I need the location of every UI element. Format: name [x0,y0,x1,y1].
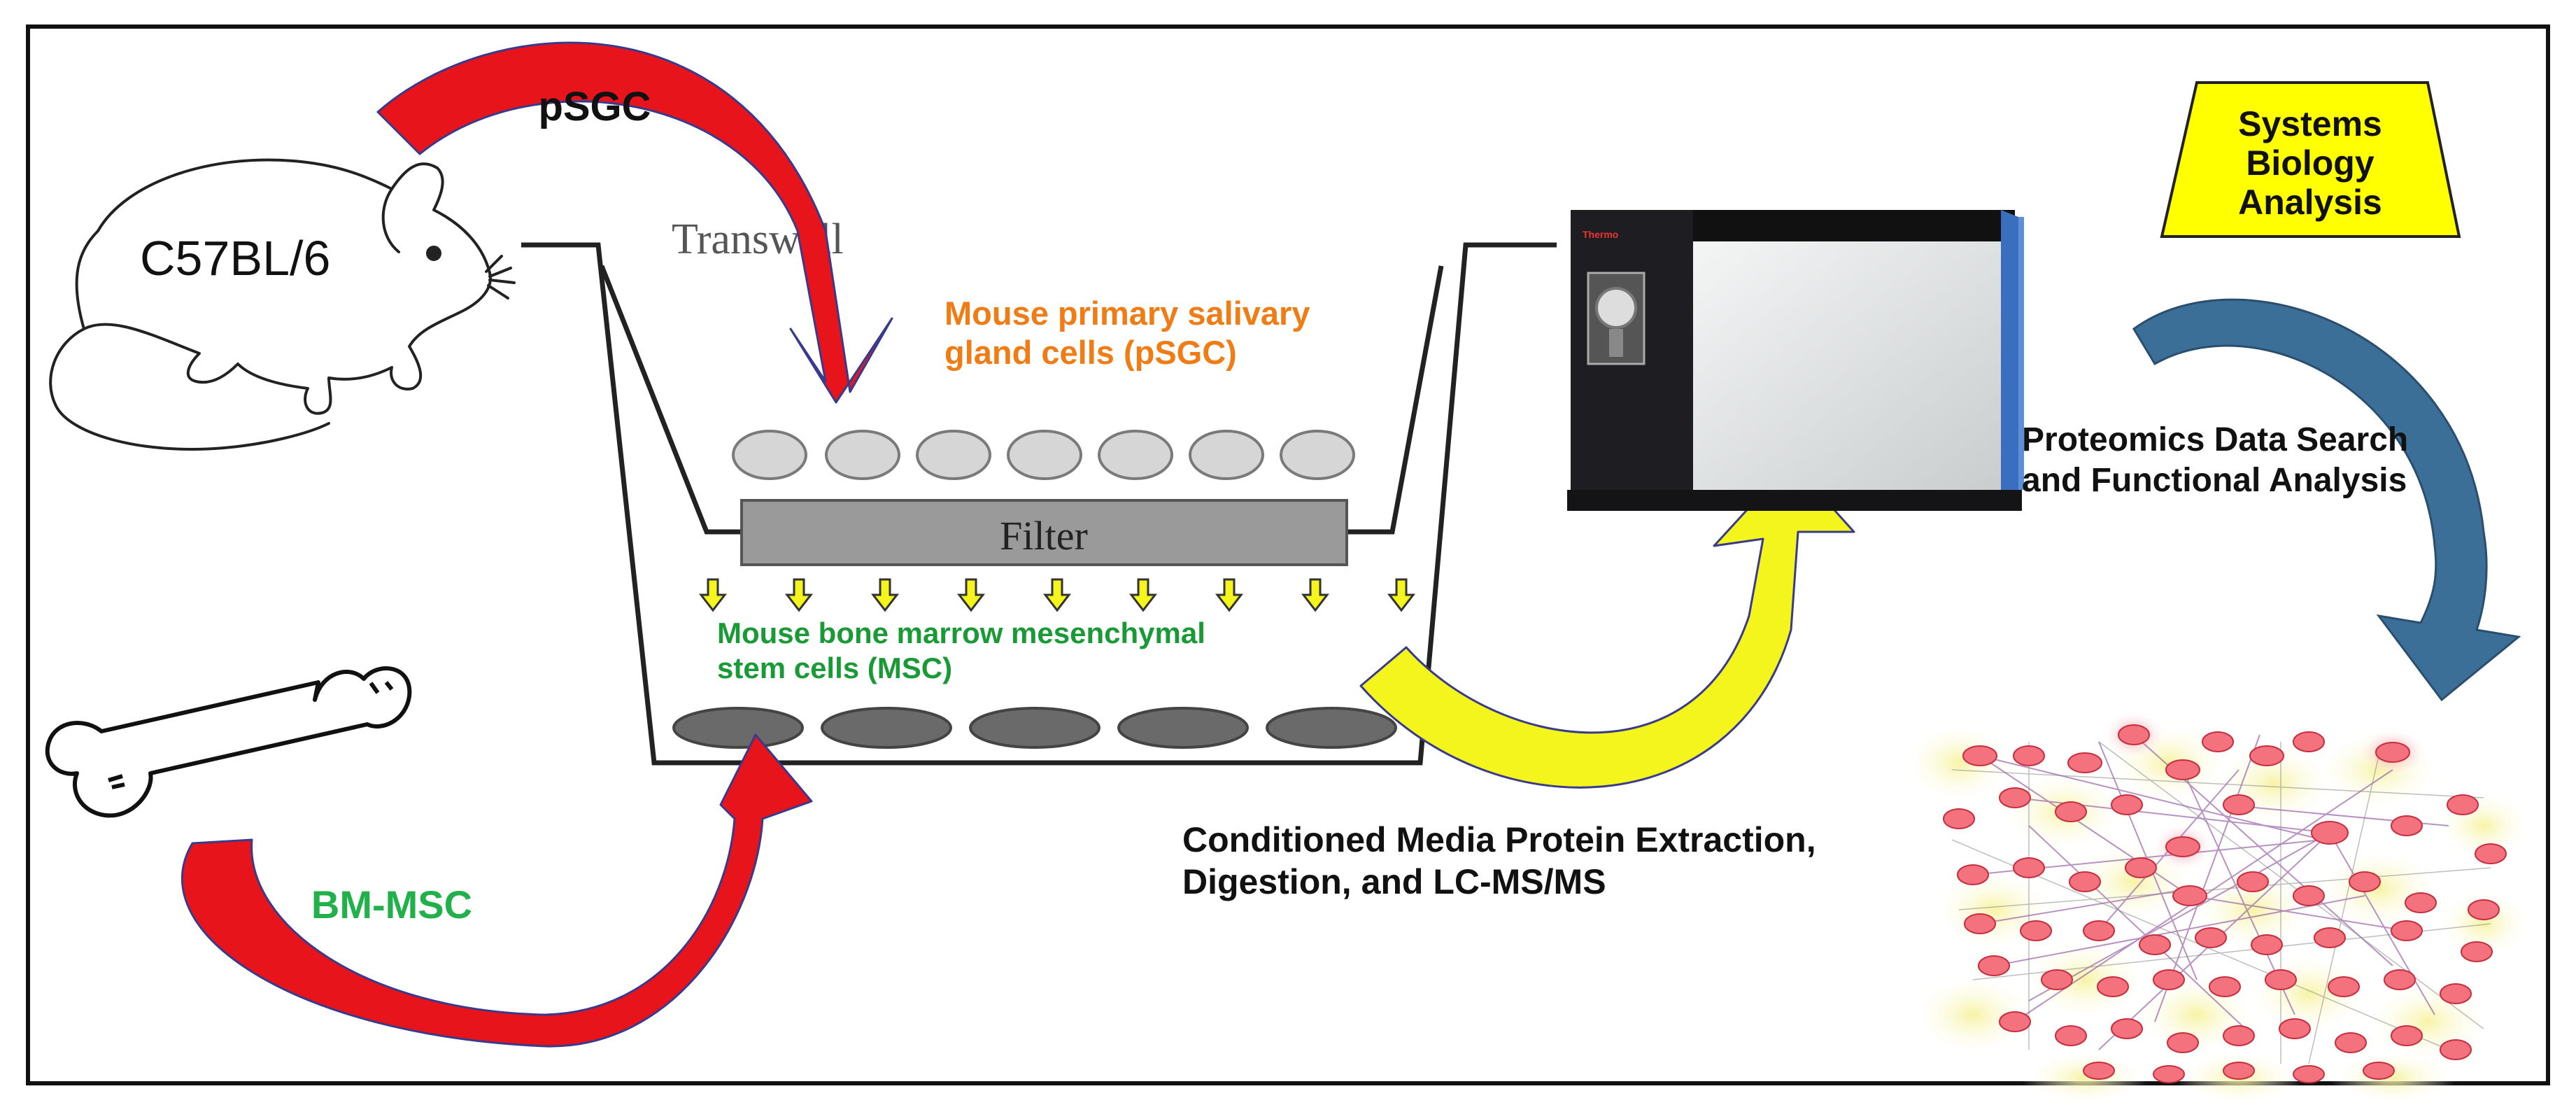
systems-line-2: Biology [2246,143,2375,183]
psgc-cells-label: Mouse primary salivary gland cells (pSGC… [944,294,1310,373]
psgc-arrow-label: pSGC [538,84,651,129]
msc-cell-layer [672,707,1397,749]
figure-border [26,24,2550,1085]
lcms-line-1: Conditioned Media Protein Extraction, [1182,820,1816,859]
mouse-illustration [49,158,516,451]
systems-biology-box [2160,81,2461,238]
psgc-arrow [376,41,893,404]
bmmsc-arrow-label: BM-MSC [311,882,472,927]
instrument-brand-label: Thermo [1583,229,1618,240]
proteomics-line-1: Proteomics Data Search [2022,421,2409,458]
mouse-strain-label: C57BL/6 [140,231,330,286]
msc-cells-line-1: Mouse bone marrow mesenchymal [717,617,1205,649]
bmmsc-arrow [181,733,813,1048]
lcms-line-2: Digestion, and LC-MS/MS [1182,862,1606,901]
systems-line-3: Analysis [2238,183,2382,222]
transwell-outline [521,242,1557,766]
filter-label: Filter [1000,513,1088,558]
secretion-arrows [698,578,1416,612]
analysis-arrow [2132,298,2521,702]
psgc-cell-layer [732,430,1355,480]
msc-cells-line-2: stem cells (MSC) [717,652,953,685]
proteomics-label: Proteomics Data Search and Functional An… [2022,420,2408,500]
msc-cells-label: Mouse bone marrow mesenchymal stem cells… [717,616,1205,687]
sample-transfer-arrow [1359,460,1855,789]
systems-line-1: Systems [2238,104,2382,143]
mass-spectrometer: Thermo [1567,210,2024,511]
protein-network [1903,710,2533,1106]
psgc-cells-line-1: Mouse primary salivary [944,295,1310,332]
lcms-label: Conditioned Media Protein Extraction, Di… [1182,819,1816,903]
filter-membrane [740,499,1348,566]
psgc-cells-line-2: gland cells (pSGC) [944,334,1237,372]
proteomics-line-2: and Functional Analysis [2022,461,2407,499]
bone-illustration [45,666,412,818]
